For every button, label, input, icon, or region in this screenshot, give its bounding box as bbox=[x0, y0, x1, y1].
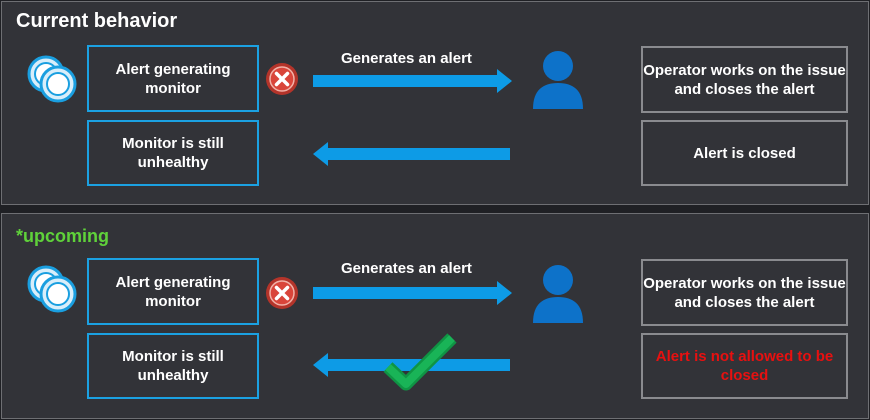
unhealthy-box: Monitor is still unhealthy bbox=[87, 120, 259, 186]
monitor-box: Alert generating monitor bbox=[87, 45, 259, 112]
monitor-stack-icon bbox=[27, 265, 77, 313]
operator-text: Operator works on the issue and closes t… bbox=[643, 274, 846, 311]
operator-text: Operator works on the issue and closes t… bbox=[643, 61, 846, 98]
unhealthy-box: Monitor is still unhealthy bbox=[87, 333, 259, 399]
generates-alert-label: Generates an alert bbox=[341, 50, 472, 67]
checkmark-icon bbox=[383, 333, 457, 391]
status-box: Alert is closed bbox=[641, 120, 848, 186]
current-behavior-panel: Current behavior Alert generating monito… bbox=[1, 1, 869, 205]
status-text: Alert is not allowed to be closed bbox=[655, 348, 834, 384]
status-text: Alert is closed bbox=[693, 144, 796, 162]
operator-action-box: Operator works on the issue and closes t… bbox=[641, 259, 848, 326]
panel-title: Current behavior bbox=[16, 10, 178, 32]
error-x-icon bbox=[266, 277, 298, 309]
monitor-label: Alert generating monitor bbox=[115, 60, 231, 97]
generates-alert-label: Generates an alert bbox=[341, 260, 472, 277]
operator-user-icon bbox=[533, 265, 583, 323]
panel-title: *upcoming bbox=[16, 226, 109, 246]
alert-arrow-right bbox=[313, 69, 512, 93]
unhealthy-label: Monitor is still unhealthy bbox=[122, 348, 224, 384]
return-arrow-left bbox=[313, 353, 510, 377]
return-arrow-left bbox=[313, 142, 510, 166]
monitor-stack-icon bbox=[27, 55, 77, 103]
monitor-box: Alert generating monitor bbox=[87, 258, 259, 325]
operator-user-icon bbox=[533, 51, 583, 109]
error-x-icon bbox=[266, 63, 298, 95]
operator-action-box: Operator works on the issue and closes t… bbox=[641, 46, 848, 113]
alert-arrow-right bbox=[313, 281, 512, 305]
upcoming-panel: *upcoming Alert generating monitor Gener… bbox=[1, 213, 869, 419]
status-box: Alert is not allowed to be closed bbox=[641, 333, 848, 399]
unhealthy-label: Monitor is still unhealthy bbox=[122, 135, 224, 171]
monitor-label: Alert generating monitor bbox=[115, 273, 231, 310]
